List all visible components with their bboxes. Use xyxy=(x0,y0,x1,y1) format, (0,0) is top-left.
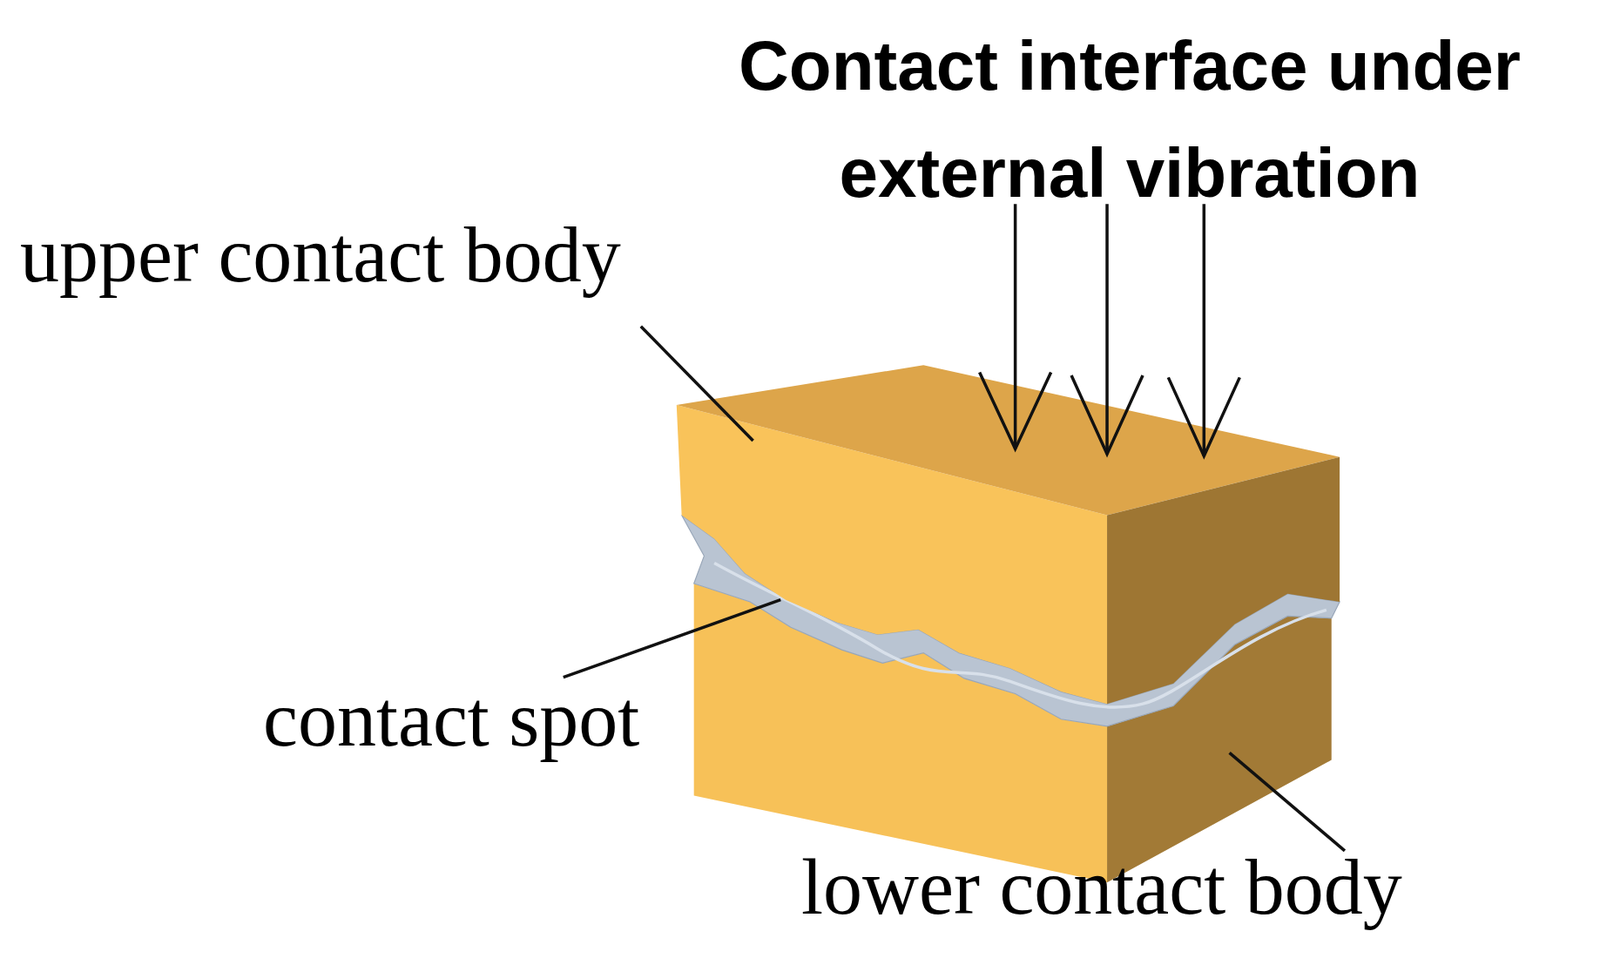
vibration-arrows xyxy=(979,203,1241,456)
part-label: lower contact body xyxy=(801,848,1403,927)
upper-body-side xyxy=(1107,457,1340,704)
leader-lines xyxy=(563,326,1345,851)
part-label: contact spot xyxy=(263,680,640,759)
part-label: upper contact body xyxy=(20,216,622,295)
figure-title: Contact interface under external vibrati… xyxy=(668,12,1592,227)
